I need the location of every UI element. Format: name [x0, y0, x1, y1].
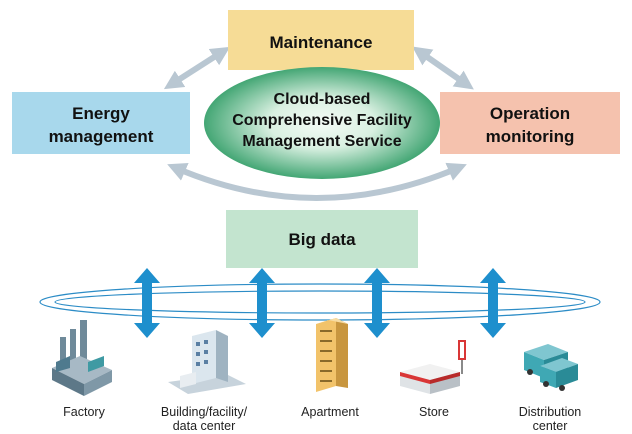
big-data-box: Big data [226, 210, 418, 268]
data-arrow-apartment [364, 268, 390, 338]
facility-label-building-line2: data center [173, 419, 236, 433]
operation-label-line2: monitoring [486, 127, 575, 146]
truck-icon [524, 344, 578, 391]
facility-label-distribution-line1: Distribution [519, 405, 582, 419]
data-arrow-factory [134, 268, 160, 338]
energy-management-box: Energy management [12, 92, 190, 154]
big-data-box-bg [226, 210, 418, 268]
factory-icon [52, 320, 112, 396]
energy-box-bg [12, 92, 190, 154]
arrow-operation-energy [167, 162, 467, 201]
data-arrows [134, 268, 506, 338]
facility-labels: Factory Building/facility/ data center A… [63, 405, 581, 433]
operation-label-line1: Operation [490, 104, 570, 123]
center-line3: Management Service [242, 133, 401, 150]
facility-label-building-line1: Building/facility/ [161, 405, 248, 419]
data-arrow-store [480, 268, 506, 338]
arrow-maintenance-operation [412, 46, 474, 90]
arrow-maintenance-energy [163, 46, 231, 90]
store-icon [400, 340, 466, 394]
facility-label-apartment: Apartment [301, 405, 359, 419]
ring-outer [39, 283, 601, 321]
maintenance-label: Maintenance [270, 33, 373, 52]
energy-label-line2: management [49, 127, 154, 146]
center-line2: Comprehensive Facility [232, 112, 412, 129]
big-data-label: Big data [288, 230, 356, 249]
facility-label-store: Store [419, 405, 449, 419]
operation-box-bg [440, 92, 620, 154]
cloud-ellipse-shape [204, 67, 440, 179]
maintenance-box-bg [228, 10, 414, 70]
maintenance-box: Maintenance [228, 10, 414, 70]
building-icon [168, 330, 246, 394]
operation-monitoring-box: Operation monitoring [440, 92, 620, 154]
facility-label-distribution-line2: center [533, 419, 568, 433]
cycle-arrows [163, 46, 474, 201]
data-arrow-building [249, 268, 275, 338]
ring-inner [54, 290, 586, 314]
facility-label-factory: Factory [63, 405, 105, 419]
network-ring [39, 283, 601, 321]
energy-label-line1: Energy [72, 104, 130, 123]
cloud-service-ellipse: Cloud-based Comprehensive Facility Manag… [204, 67, 440, 179]
apartment-icon [316, 318, 348, 392]
center-line1: Cloud-based [274, 91, 371, 108]
